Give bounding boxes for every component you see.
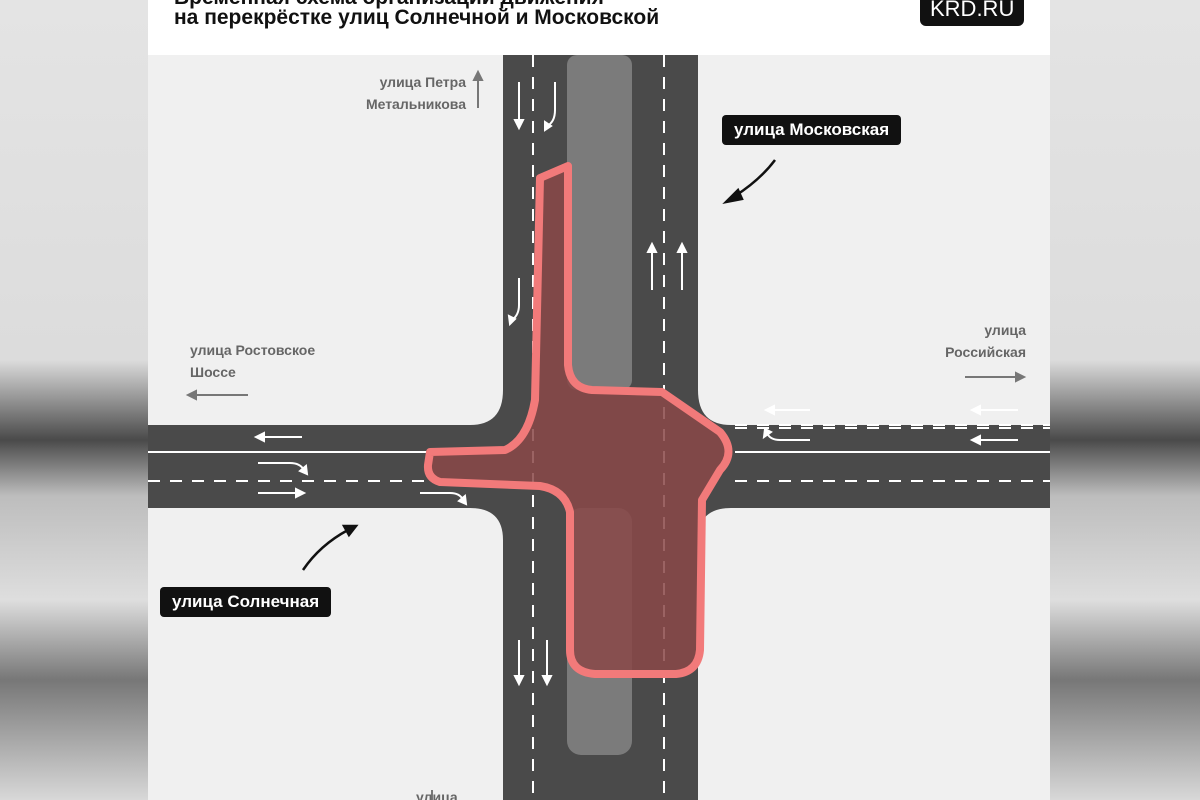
label-line: улица xyxy=(984,322,1026,338)
intersection-map xyxy=(148,55,1050,800)
label-petra-metalnikova: улица Петра Метальникова xyxy=(353,71,466,115)
median-north xyxy=(567,55,632,390)
title-line-1: Временная схема организации движения xyxy=(174,0,604,10)
label-line: Шоссе xyxy=(190,364,236,380)
label-rostovskoe-shosse: улица Ростовское Шоссе xyxy=(190,339,315,383)
header: Временная схема организации движения на … xyxy=(148,0,1050,55)
label-bottom-partial: улица xyxy=(416,789,458,800)
lane-arrows xyxy=(253,82,1018,687)
closed-area-highlight xyxy=(423,162,733,678)
title-line-2: на перекрёстке улиц Солнечной и Московск… xyxy=(174,6,660,29)
label-line: Метальникова xyxy=(365,96,466,112)
map-panel: Временная схема организации движения на … xyxy=(148,0,1050,800)
tag-moskovskaya: улица Московская xyxy=(722,115,902,145)
label-rossiyskaya: улица Российская xyxy=(918,319,1026,363)
street-direction-arrows xyxy=(185,69,1027,800)
tag-solnechnaya: улица Солнечная xyxy=(160,587,332,617)
callout-arrows xyxy=(301,159,776,571)
label-line: Российская xyxy=(945,344,1026,360)
label-line: улица Петра xyxy=(379,74,466,90)
label-line: улица Ростовское xyxy=(190,342,316,358)
krd-logo: KRD.RU xyxy=(920,0,1025,26)
